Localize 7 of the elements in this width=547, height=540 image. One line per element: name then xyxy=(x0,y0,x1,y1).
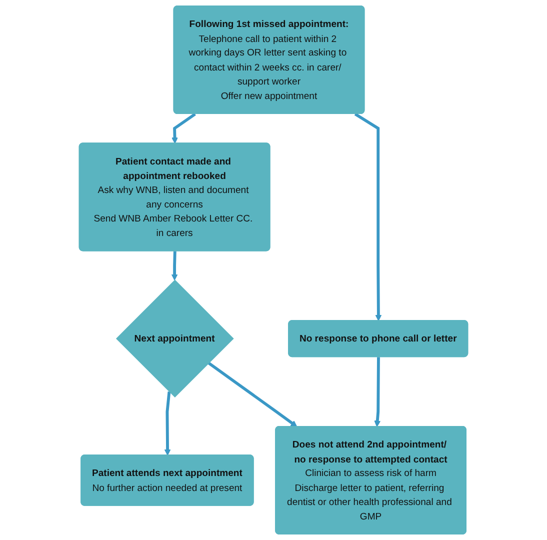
arrow xyxy=(164,392,171,456)
arrow xyxy=(354,112,382,322)
arrow xyxy=(208,362,298,427)
arrow xyxy=(172,112,196,144)
arrow xyxy=(374,357,381,427)
node-diamond: Next appointment xyxy=(116,280,234,398)
arrow xyxy=(171,251,178,280)
